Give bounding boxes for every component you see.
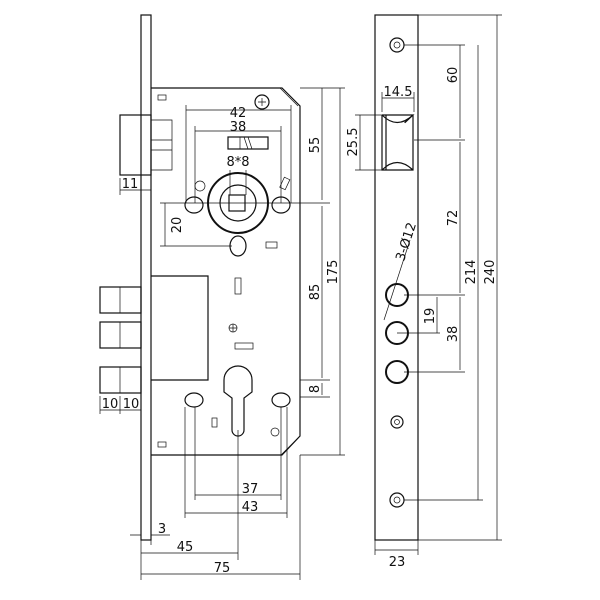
lock-case: [151, 87, 301, 456]
latch-profile: [381, 114, 415, 171]
deadbolts: [99, 286, 142, 394]
dim-45: 45: [177, 540, 194, 555]
dim-11: 11: [122, 177, 139, 192]
dim-240: 240: [483, 260, 498, 285]
dim-19: 19: [423, 308, 438, 325]
screw-hole: [389, 37, 405, 53]
front-view: 42 38 8*8 55 20 175 85 8 11 10 10 37 43 …: [99, 14, 345, 580]
holes-label: 3-Ø12: [393, 221, 420, 263]
dim-23: 23: [389, 555, 406, 570]
dim-60: 60: [446, 67, 461, 84]
dim-43: 43: [242, 500, 259, 515]
dim-214: 214: [464, 260, 479, 285]
dim-square: 8*8: [226, 155, 249, 170]
dim-37: 37: [242, 482, 259, 497]
dim-25-5: 25.5: [346, 128, 361, 157]
screw-icon: [254, 94, 270, 110]
dim-8: 8: [308, 385, 323, 393]
dim-72: 72: [446, 210, 461, 227]
latch-bolt: [119, 114, 152, 176]
cylinder-profile: [223, 365, 253, 437]
dim-55: 55: [308, 137, 323, 154]
faceplate-edge: [140, 14, 152, 541]
dim-20: 20: [170, 217, 185, 234]
dim-10a: 10: [102, 397, 119, 412]
dim-38-side: 38: [446, 326, 461, 343]
dim-75: 75: [214, 561, 231, 576]
side-view: 14.5 25.5 60 72 3-Ø12 214 240 19 38 23: [346, 14, 502, 570]
dim-85: 85: [308, 284, 323, 301]
screw-hole: [389, 492, 405, 508]
faceplate: [374, 14, 419, 541]
dim-3: 3: [158, 522, 166, 537]
dim-42: 42: [230, 106, 247, 121]
dim-10b: 10: [123, 397, 140, 412]
dim-38: 38: [230, 120, 247, 135]
dim-14-5: 14.5: [384, 85, 413, 100]
dim-175: 175: [326, 260, 341, 285]
